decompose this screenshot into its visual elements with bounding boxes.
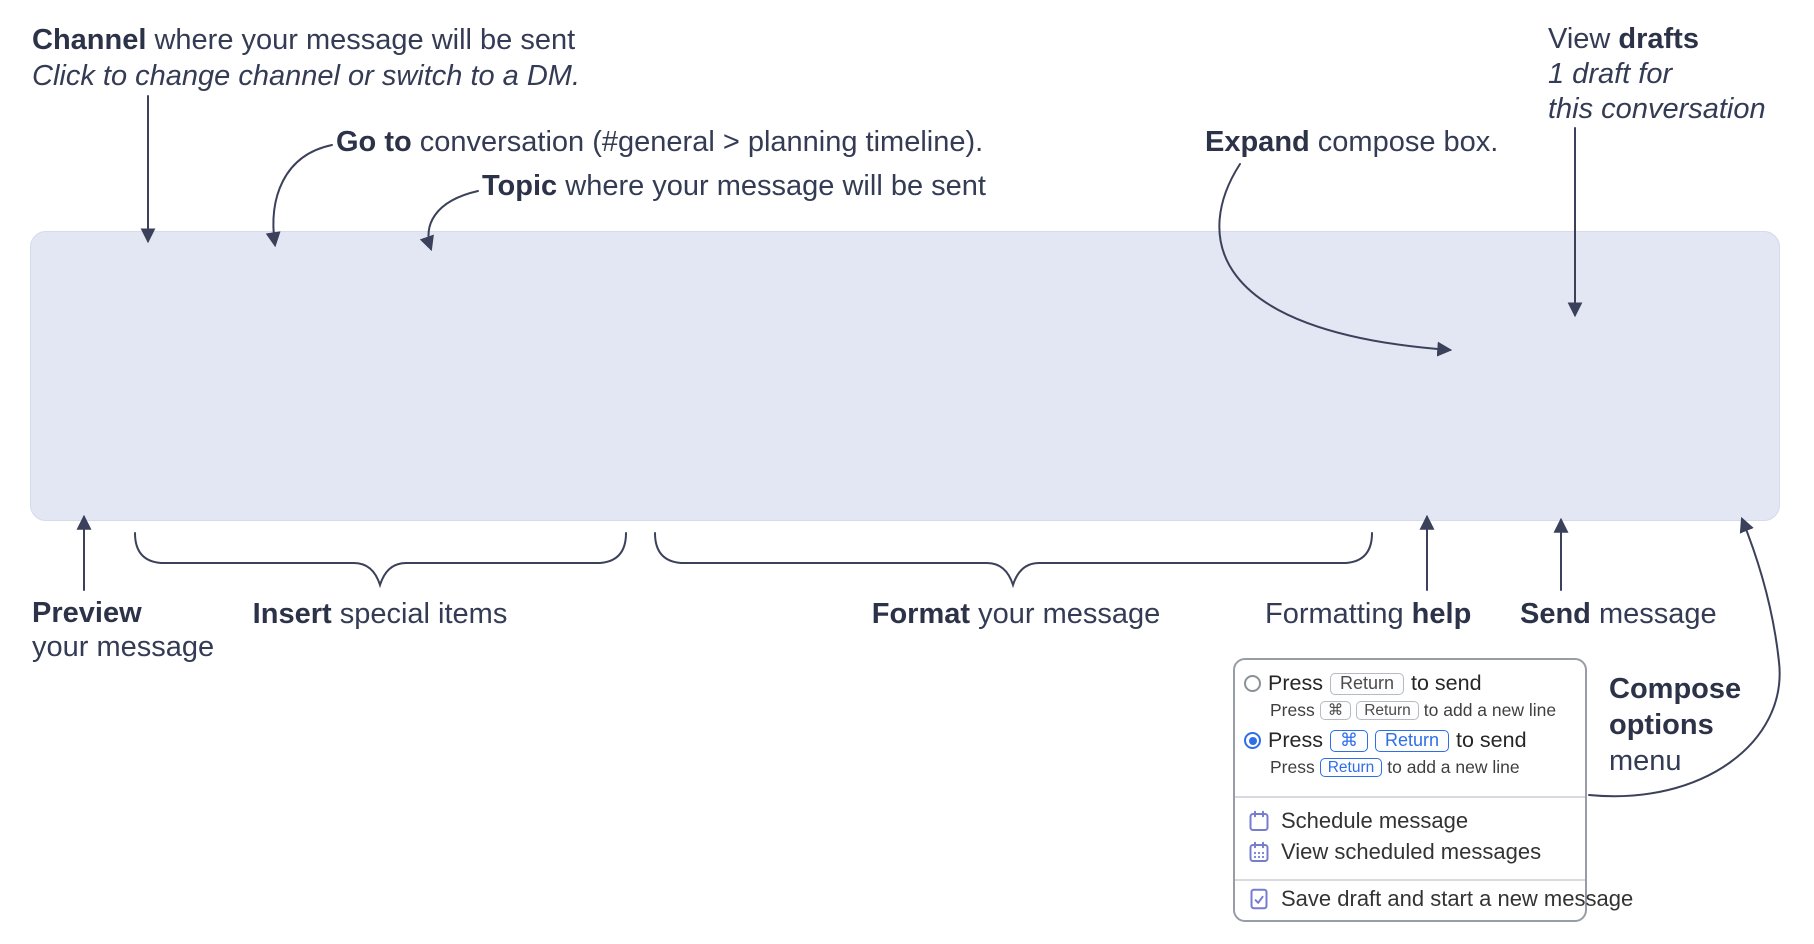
channel-annotation-bold: Channel: [32, 24, 147, 56]
return-key: Return: [1356, 701, 1419, 720]
channel-annotation: Channel where your message will be sent …: [32, 24, 581, 92]
radio-unselected-icon[interactable]: [1244, 675, 1261, 692]
return-key: Return: [1374, 729, 1449, 752]
save-draft-icon: [1250, 888, 1268, 910]
return-key: Return: [1329, 672, 1404, 695]
menu-item-view-scheduled-messages[interactable]: View scheduled messages: [1247, 839, 1541, 865]
radio-selected-icon[interactable]: [1244, 732, 1261, 749]
menu-item-schedule-message[interactable]: Schedule message: [1247, 808, 1468, 834]
cmd-key: ⌘: [1319, 701, 1352, 720]
preview-annotation: Preview your message: [32, 597, 215, 663]
compose-box: [30, 231, 1780, 521]
option-cmd-return-subtext: Press Return to add a new line: [1270, 757, 1520, 777]
calendar-grid-icon: [1249, 841, 1269, 862]
cmd-key: ⌘: [1329, 729, 1368, 752]
channel-annotation-line2: Click to change channel or switch to a D…: [32, 60, 581, 92]
arrow-goto: [265, 144, 333, 248]
brace-format: [654, 532, 1373, 589]
compose-options-annotation: Compose options menu: [1609, 673, 1742, 777]
option-return-to-send[interactable]: Press Return to send: [1244, 671, 1482, 696]
popup-divider: [1235, 879, 1585, 881]
drafts-annotation: View drafts 1 draft for this conversatio…: [1548, 23, 1766, 125]
brace-insert: [134, 532, 627, 589]
expand-annotation: Expand compose box.: [1205, 126, 1499, 158]
format-annotation: Format your message: [871, 598, 1161, 630]
formatting-help-annotation: Formatting help: [1265, 598, 1472, 630]
option-cmd-return-to-send[interactable]: Press ⌘ Return to send: [1244, 728, 1527, 753]
insert-annotation: Insert special items: [252, 598, 508, 630]
menu-item-save-draft[interactable]: Save draft and start a new message: [1247, 886, 1633, 912]
calendar-icon: [1249, 810, 1269, 831]
popup-divider: [1235, 796, 1585, 798]
return-key: Return: [1319, 758, 1383, 777]
goto-annotation: Go to conversation (#general > planning …: [336, 126, 984, 158]
send-annotation: Send message: [1520, 598, 1717, 630]
option-return-subtext: Press ⌘ Return to add a new line: [1270, 700, 1557, 720]
compose-options-popup: Press Return to send Press ⌘ Return to a…: [1233, 658, 1633, 922]
topic-annotation: Topic where your message will be sent: [482, 170, 986, 202]
